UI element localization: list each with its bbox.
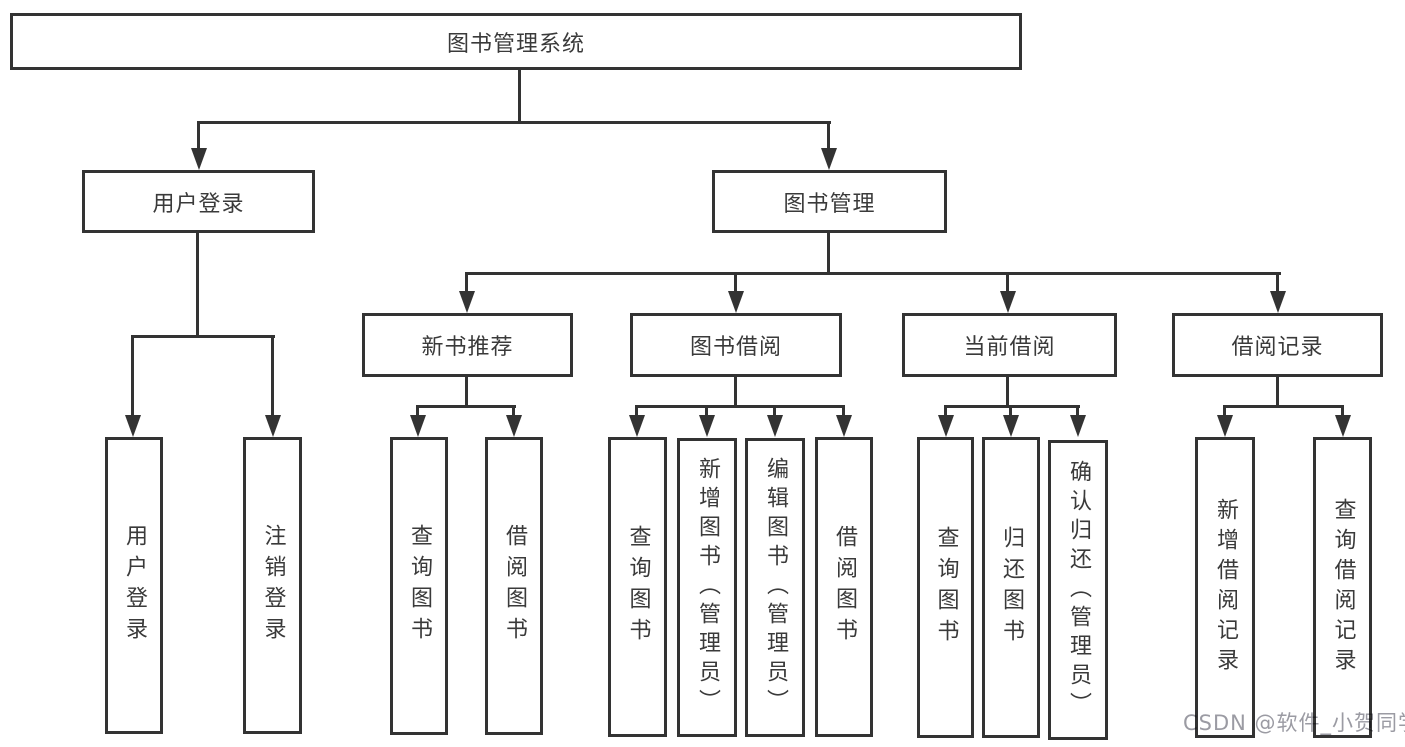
node-user-login: 用户登录 (82, 170, 315, 233)
leaf-logout-label: 注销登录 (260, 523, 286, 648)
connector-management-stem (827, 233, 830, 275)
arrow-down-icon (1335, 415, 1351, 437)
arrow-down-icon (125, 415, 141, 437)
leaf-add-books-admin: 新增图书（管理员） (677, 438, 737, 737)
arrow-down-icon (767, 415, 783, 437)
arrow-down-icon (1003, 415, 1019, 437)
connector-management-bar (465, 272, 1281, 275)
leaf-query-books-recommend: 查询图书 (390, 437, 448, 735)
connector-root-stem (518, 70, 521, 124)
leaf-query-books-label: 查询图书 (933, 525, 959, 650)
leaf-query-borrow-record: 查询借阅记录 (1313, 437, 1372, 738)
arrow-down-icon (938, 415, 954, 437)
node-user-login-label: 用户登录 (152, 191, 245, 217)
csdn-watermark: CSDN @软件_小贺同学 (1183, 711, 1405, 735)
node-book-borrow-label: 图书借阅 (689, 335, 782, 360)
node-root-label: 图书管理系统 (446, 31, 585, 57)
arrow-down-icon (821, 148, 837, 170)
connector-to-book-management (827, 121, 830, 149)
arrow-down-icon (265, 415, 281, 437)
leaf-query-books-borrow: 查询图书 (608, 437, 667, 737)
connector-to-leaf (635, 405, 638, 416)
connector-records-bar (1223, 405, 1344, 408)
arrow-down-icon (1070, 415, 1086, 437)
connector-current-bar (944, 405, 1080, 408)
connector-current-stem (1006, 377, 1009, 408)
leaf-add-borrow-record-label: 新增借阅记录 (1213, 497, 1238, 678)
node-book-management-label: 图书管理 (783, 191, 876, 217)
leaf-logout: 注销登录 (243, 437, 302, 734)
connector-to-leaf (271, 335, 274, 416)
connector-to-leaf (131, 335, 134, 416)
leaf-borrow-books-label: 借阅图书 (502, 524, 527, 648)
leaf-confirm-return-admin-label: 确认归还（管理员） (1066, 459, 1091, 721)
leaf-return-books-label: 归还图书 (999, 525, 1024, 650)
connector-to-leaf (1223, 405, 1226, 416)
leaf-query-borrow-record-label: 查询借阅记录 (1330, 497, 1356, 678)
leaf-borrow-books: 借阅图书 (815, 437, 873, 737)
leaf-user-login: 用户登录 (105, 437, 163, 734)
leaf-query-books-label: 查询图书 (407, 524, 432, 648)
node-book-management: 图书管理 (712, 170, 947, 233)
arrow-down-icon (629, 415, 645, 437)
connector-login-stem (196, 233, 199, 336)
arrow-down-icon (728, 291, 744, 313)
leaf-borrow-books-label: 借阅图书 (832, 525, 857, 649)
connector-to-records (1276, 272, 1279, 293)
arrow-down-icon (1270, 291, 1286, 313)
arrow-down-icon (1217, 415, 1233, 437)
leaf-query-books-current: 查询图书 (917, 437, 974, 738)
arrow-down-icon (410, 415, 426, 437)
node-borrow-records-label: 借阅记录 (1231, 335, 1324, 360)
connector-to-leaf (705, 405, 708, 416)
connector-recommend-bar (416, 405, 516, 408)
connector-to-leaf (1341, 405, 1344, 416)
connector-to-leaf (512, 405, 515, 416)
connector-to-recommend (465, 272, 468, 293)
leaf-query-books-label: 查询图书 (625, 525, 651, 649)
connector-to-leaf (416, 405, 419, 416)
leaf-return-books: 归还图书 (982, 437, 1040, 738)
arrow-down-icon (459, 291, 475, 313)
connector-root-bar (197, 121, 831, 124)
node-current-borrow-label: 当前借阅 (963, 335, 1056, 360)
arrow-down-icon (1000, 291, 1016, 313)
connector-to-user-login (197, 121, 200, 149)
connector-to-leaf (944, 405, 947, 416)
connector-to-leaf (842, 405, 845, 416)
arrow-down-icon (836, 415, 852, 437)
leaf-add-books-admin-label: 新增图书（管理员） (695, 457, 720, 718)
arrow-down-icon (191, 148, 207, 170)
node-new-book-recommend-label: 新书推荐 (421, 335, 514, 360)
connector-to-leaf (1009, 405, 1012, 416)
node-book-borrow: 图书借阅 (630, 313, 842, 377)
leaf-add-borrow-record: 新增借阅记录 (1195, 437, 1255, 738)
arrow-down-icon (699, 415, 715, 437)
connector-borrow-stem (734, 377, 737, 408)
node-new-book-recommend: 新书推荐 (362, 313, 573, 377)
node-current-borrow: 当前借阅 (902, 313, 1117, 377)
leaf-user-login-label: 用户登录 (122, 523, 147, 648)
connector-to-borrow (734, 272, 737, 293)
leaf-borrow-books-recommend: 借阅图书 (485, 437, 543, 735)
arrow-down-icon (506, 415, 522, 437)
connector-records-stem (1276, 377, 1279, 408)
node-borrow-records: 借阅记录 (1172, 313, 1383, 377)
leaf-confirm-return-admin: 确认归还（管理员） (1048, 440, 1108, 740)
leaf-edit-books-admin-label: 编辑图书（管理员） (763, 457, 788, 718)
connector-to-current (1006, 272, 1009, 293)
connector-to-leaf (773, 405, 776, 416)
leaf-edit-books-admin: 编辑图书（管理员） (745, 438, 805, 737)
node-root: 图书管理系统 (10, 13, 1022, 70)
connector-borrow-bar (635, 405, 845, 408)
connector-to-leaf (1076, 405, 1079, 416)
connector-login-bar (131, 335, 275, 338)
connector-recommend-stem (465, 377, 468, 408)
